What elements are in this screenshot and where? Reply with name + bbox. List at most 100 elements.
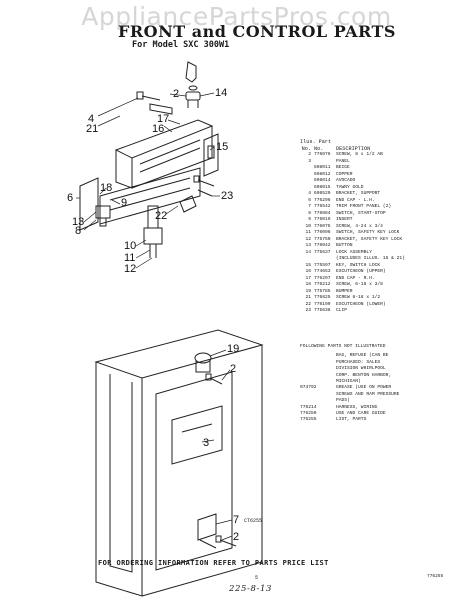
part-description: CLIP	[336, 308, 348, 313]
part-number: 775750	[314, 236, 331, 242]
header-ilus: Ilus. Part	[300, 139, 332, 145]
screw-part-2-bottom	[215, 535, 237, 547]
callout-2-bottom: 2	[233, 531, 239, 543]
part-description: BRACKET, SUPPORT	[336, 191, 381, 196]
parts-list-header-row2: No. No. DESCRIPTION	[300, 146, 470, 153]
part-number: 776075	[314, 223, 331, 229]
watermark: AppliancePartsPros.com	[81, 2, 392, 31]
callout-2-top: 2	[173, 88, 179, 100]
part-description: END CAP - R.H.	[336, 275, 375, 281]
part-number: 608014	[314, 178, 331, 183]
clip-part-21	[179, 195, 197, 213]
part-description: SCREWS AND RAM PRESSURE	[336, 391, 400, 397]
not-illustrated-row: PADS)	[300, 398, 470, 404]
part-number: 775637	[314, 249, 331, 255]
part-number: 776825	[314, 295, 331, 300]
callout-9: 9	[121, 197, 127, 209]
header-description: DESCRIPTION	[336, 145, 371, 152]
part-illus-no: 10	[305, 223, 311, 229]
part-illus-no: 12	[305, 236, 311, 242]
part-number: 776042	[314, 243, 331, 248]
callout-11: 11	[124, 252, 135, 264]
part-description: TAWNY GOLD	[336, 184, 364, 190]
ordering-footer: FOR ORDERING INFORMATION REFER TO PARTS …	[98, 559, 329, 567]
part-illus-no: 17	[305, 275, 311, 281]
callout-15: 15	[216, 141, 228, 153]
document-code: 776255	[427, 574, 444, 579]
header-part-no: No.	[314, 145, 324, 152]
part-description: PADS)	[336, 398, 350, 404]
callout-13: 13	[72, 216, 84, 228]
part-illus-no: 18	[305, 282, 311, 287]
part-description: AVOCADO	[336, 178, 356, 183]
part-description: HARNESS, WIRING	[336, 404, 378, 410]
screw-part-2-top	[136, 91, 161, 101]
not-illustrated-row: CORP. BENTON HARBOR,	[300, 373, 470, 379]
callout-17: 17	[157, 113, 169, 125]
part-description: SCREW 8-18 x 1/2	[336, 295, 381, 300]
part-illus-no: 14	[305, 249, 311, 255]
not-illustrated-row: DIVISION WHIRLPOOL	[300, 366, 470, 372]
part-description: ESCUTCHEON (LOWER)	[336, 301, 386, 307]
part-illus-no: 4	[308, 191, 311, 196]
part-number: 608012	[314, 171, 331, 177]
cabinet-panel-3	[94, 329, 264, 597]
part-illus-no: 8	[308, 210, 311, 216]
part-illus-no: 19	[305, 288, 311, 294]
handwritten-code: 225-8-13	[229, 584, 272, 594]
part-description: LOCK ASSEMBLY	[336, 249, 372, 255]
end-cap-left-6	[79, 177, 99, 231]
not-illustrated-header: FOLLOWING PARTS NOT ILLUSTRATED	[300, 344, 386, 349]
part-illus-no: 13	[305, 243, 311, 248]
part-description: SWITCH, SAFETY KEY LOCK	[336, 230, 400, 235]
part-number: 776076	[314, 152, 331, 157]
escutcheon-lower-22	[99, 167, 201, 225]
part-number: 608520	[314, 191, 331, 196]
callout-12: 12	[124, 263, 136, 275]
part-description: SCREW, 8 x 1/2 AB	[336, 152, 383, 157]
part-illus-no: 6	[308, 197, 311, 203]
header-no: No.	[301, 145, 311, 152]
part-illus-no: 15	[305, 262, 311, 268]
part-description: SWITCH, START-STOP	[336, 210, 386, 216]
callout-7: 7	[233, 514, 239, 526]
part-number: 774653	[314, 269, 331, 274]
callout-23: 23	[221, 190, 233, 202]
part-number: 775597	[314, 262, 331, 268]
part-description: BUTTON	[336, 243, 353, 248]
part-description: BAG, REFUSE (CAN BE	[336, 353, 389, 359]
callout-21-top: 21	[86, 123, 98, 135]
screw-part-23	[193, 175, 215, 197]
part-number: 776255	[300, 417, 317, 423]
part-description: TRIM FRONT PANEL (2)	[336, 204, 392, 209]
part-description: BEIGE	[336, 165, 350, 170]
part-description: PANEL	[336, 158, 350, 164]
not-illustrated-row: BAG, REFUSE (CAN BE	[300, 353, 470, 359]
part-description: END CAP - L.H.	[336, 197, 375, 203]
part-description: (INCLUDES ILLUS. 15 & 21)	[336, 256, 405, 261]
part-number: 775785	[314, 288, 331, 294]
key-lock-switch-11	[143, 205, 163, 258]
part-description: MICHIGAN)	[336, 379, 361, 385]
key-part-15	[185, 61, 198, 91]
callout-14: 14	[215, 87, 227, 99]
part-description: KEY, SWITCH LOCK	[336, 262, 381, 268]
part-illus-no: 23	[305, 308, 311, 313]
